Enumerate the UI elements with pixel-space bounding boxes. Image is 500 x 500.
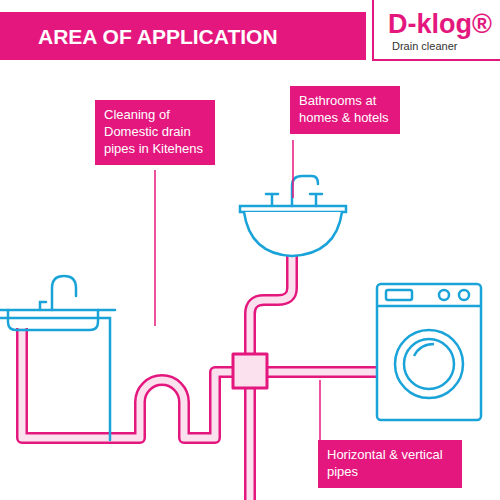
leader-line bbox=[154, 170, 156, 326]
machine-knob bbox=[459, 290, 469, 300]
callout-box: Horizontal & vertical pipes bbox=[318, 440, 462, 488]
title-band: AREA OF APPLICATION bbox=[0, 12, 366, 60]
door-shine bbox=[414, 344, 434, 356]
callout-text: Bathrooms at homes & hotels bbox=[299, 93, 391, 127]
sink-basin bbox=[8, 310, 98, 330]
washing-machine bbox=[377, 284, 481, 420]
brand-logo-box: D-klog®Drain cleaner bbox=[372, 0, 500, 61]
basin-handles bbox=[266, 194, 322, 206]
pipe-inner bbox=[22, 328, 240, 438]
machine-knob bbox=[439, 290, 449, 300]
machine-drain-pipe bbox=[262, 366, 378, 378]
machine-panel bbox=[377, 305, 481, 308]
kitchen-sink bbox=[0, 276, 115, 440]
brand-tagline: Drain cleaner bbox=[388, 40, 492, 53]
basin-faucet bbox=[292, 176, 318, 206]
callout-box: Cleaning of Domestic drain pipes in Kite… bbox=[95, 100, 215, 165]
cabinet bbox=[0, 318, 110, 440]
callout-text: Horizontal & vertical pipes bbox=[327, 447, 453, 481]
faucet-handle bbox=[40, 302, 46, 310]
pipe-junction bbox=[233, 354, 267, 388]
callout-box: Bathrooms at homes & hotels bbox=[290, 86, 400, 134]
machine-door bbox=[395, 330, 463, 398]
basin-rim bbox=[240, 206, 346, 212]
machine-door-glass bbox=[404, 339, 454, 389]
diagram-title: AREA OF APPLICATION bbox=[38, 24, 366, 49]
leader-lines bbox=[155, 140, 320, 460]
callout-text: Cleaning of Domestic drain pipes in Kite… bbox=[104, 107, 206, 158]
basin-bowl bbox=[244, 212, 342, 256]
leader-line bbox=[292, 140, 294, 198]
machine-display bbox=[386, 290, 412, 300]
pipe-inner bbox=[262, 369, 378, 376]
brand-name: D-klog® bbox=[388, 10, 492, 40]
kitchen-drain-pipe bbox=[22, 328, 240, 438]
machine-body bbox=[377, 284, 481, 420]
faucet bbox=[52, 276, 76, 310]
